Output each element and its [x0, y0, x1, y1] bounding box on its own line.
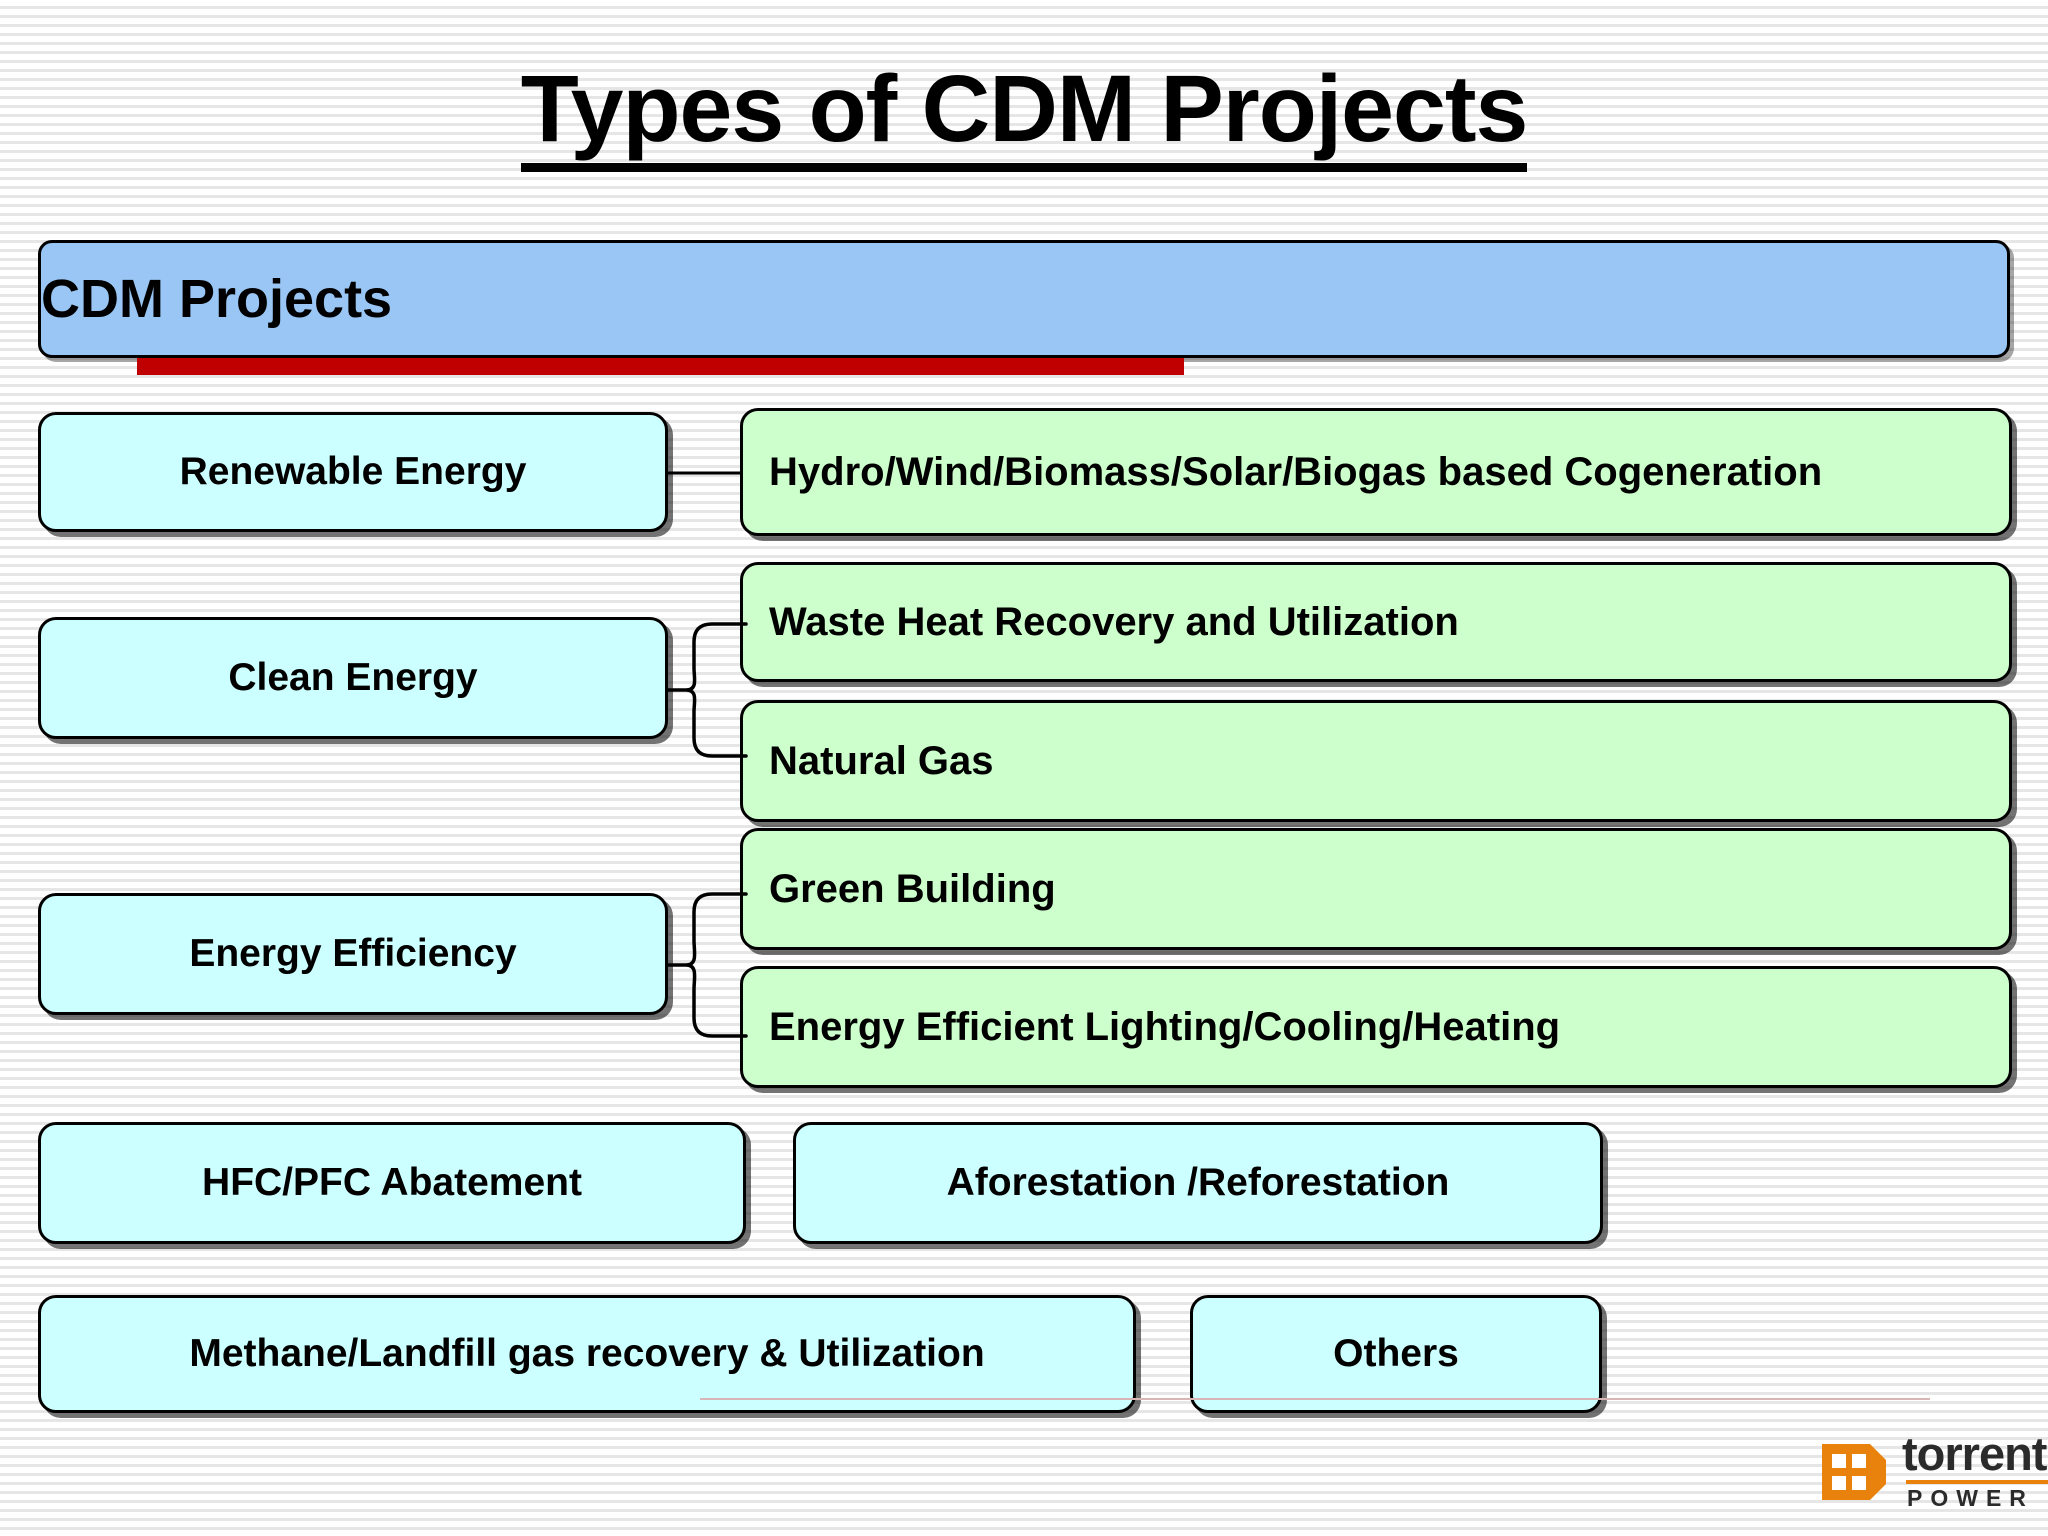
category-box-aforestation-reforestation[interactable]: Aforestation /Reforestation — [793, 1122, 1603, 1244]
subitem-label: Energy Efficient Lighting/Cooling/Heatin… — [769, 1004, 1561, 1049]
subitem-label: Natural Gas — [769, 738, 994, 783]
subitem-box-waste-heat-recovery[interactable]: Waste Heat Recovery and Utilization — [740, 562, 2012, 682]
torrent-power-logo: torrent POWER — [1818, 1427, 2048, 1511]
category-label: Energy Efficiency — [189, 932, 517, 975]
logo-divider — [1906, 1479, 2048, 1484]
category-box-methane-landfill-gas-recovery[interactable]: Methane/Landfill gas recovery & Utilizat… — [38, 1295, 1136, 1413]
connector-renewable-energy — [668, 462, 742, 484]
subitem-label: Green Building — [769, 866, 1056, 911]
category-label: Others — [1333, 1332, 1459, 1375]
connector-brace-energy-efficiency — [666, 870, 748, 1060]
category-label: Methane/Landfill gas recovery & Utilizat… — [189, 1332, 985, 1375]
page-title-wrap: Types of CDM Projects — [0, 62, 2048, 172]
subitem-label: Waste Heat Recovery and Utilization — [769, 599, 1459, 644]
subitem-box-natural-gas[interactable]: Natural Gas — [740, 700, 2012, 822]
category-box-hfc-pfc-abatement[interactable]: HFC/PFC Abatement — [38, 1122, 746, 1244]
category-box-renewable-energy[interactable]: Renewable Energy — [38, 412, 668, 532]
logo-subtitle: POWER — [1907, 1484, 2034, 1511]
subitem-label: Hydro/Wind/Biomass/Solar/Biogas based Co… — [769, 449, 1823, 494]
logo-wordmark: torrent — [1902, 1427, 2047, 1480]
category-box-energy-efficiency[interactable]: Energy Efficiency — [38, 893, 668, 1015]
category-label: Aforestation /Reforestation — [946, 1161, 1450, 1204]
red-accent-bar — [137, 358, 1184, 375]
header-box-cdm-projects[interactable]: CDM Projects — [38, 240, 2010, 358]
header-box-label: CDM Projects — [41, 269, 393, 329]
category-label: Clean Energy — [228, 656, 478, 699]
torrent-logo-mark — [1822, 1443, 1886, 1500]
subitem-box-green-building[interactable]: Green Building — [740, 828, 2012, 950]
subitem-box-energy-efficient-lighting[interactable]: Energy Efficient Lighting/Cooling/Heatin… — [740, 966, 2012, 1088]
category-label: HFC/PFC Abatement — [202, 1161, 582, 1204]
logo-text-block: torrent POWER — [1902, 1427, 2048, 1511]
page-title: Types of CDM Projects — [520, 62, 1528, 172]
category-box-others[interactable]: Others — [1190, 1295, 1602, 1413]
footer-rule — [700, 1398, 1930, 1400]
category-label: Renewable Energy — [179, 450, 527, 493]
subitem-box-hydro-wind-biomass-solar-biogas[interactable]: Hydro/Wind/Biomass/Solar/Biogas based Co… — [740, 408, 2012, 536]
connector-brace-clean-energy — [666, 600, 748, 780]
category-box-clean-energy[interactable]: Clean Energy — [38, 617, 668, 739]
